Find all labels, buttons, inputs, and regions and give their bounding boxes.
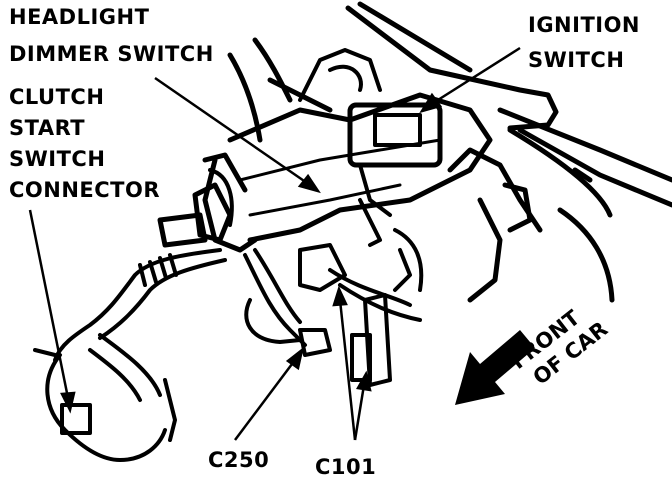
c101-arrow-2 xyxy=(353,370,372,441)
c250-label: C250 xyxy=(208,449,269,472)
ignition-switch-label: IGNITION SWITCH xyxy=(528,14,640,72)
headlight-dimmer-switch-label: HEADLIGHT DIMMER SWITCH xyxy=(9,6,214,66)
label-line: SWITCH xyxy=(9,147,106,171)
clutch-start-switch-connector-label: CLUTCH START SWITCH CONNECTOR xyxy=(9,86,160,202)
label-line: START xyxy=(9,116,86,140)
label-line: C101 xyxy=(315,455,377,479)
front-of-car-arrow xyxy=(455,330,535,405)
label-line: C250 xyxy=(208,448,270,472)
label-line: CLUTCH xyxy=(9,85,105,109)
label-line: CONNECTOR xyxy=(9,178,161,202)
label-line: DIMMER SWITCH xyxy=(9,42,214,66)
label-line: SWITCH xyxy=(528,48,625,72)
clutch-switch-assembly xyxy=(157,152,248,248)
ignition-switch-body xyxy=(347,102,443,247)
dashboard-outline xyxy=(345,1,672,303)
front-of-car-label: FRONT OF CAR xyxy=(506,305,612,389)
c101-label: C101 xyxy=(315,456,376,479)
ignition-arrow xyxy=(419,46,521,114)
c101-harness xyxy=(298,228,424,387)
c250-harness xyxy=(244,298,332,357)
main-harness xyxy=(53,248,307,362)
lower-loop-wiring xyxy=(33,333,177,462)
clutch-connector-arrow xyxy=(28,209,76,414)
c250-arrow xyxy=(234,346,304,441)
label-line: IGNITION xyxy=(528,13,641,37)
label-line: HEADLIGHT xyxy=(9,5,150,29)
headlight-dimmer-arrow xyxy=(154,76,321,194)
c101-arrow-1 xyxy=(332,285,357,441)
